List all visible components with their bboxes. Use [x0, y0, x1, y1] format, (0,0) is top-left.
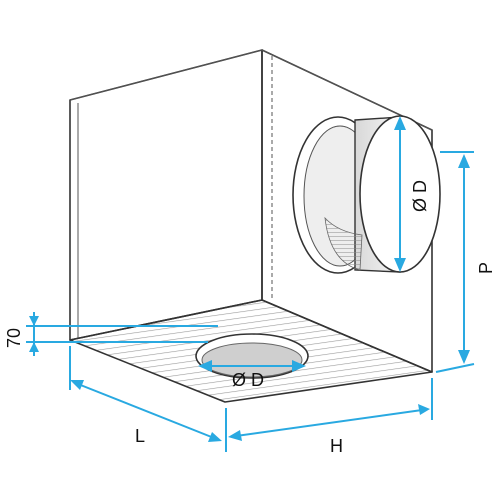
l-arrow-right — [208, 432, 222, 442]
p-arrow-top — [458, 154, 470, 168]
p-ext-bottom — [435, 363, 475, 373]
inlet-arrow-left — [198, 360, 212, 372]
h-label: H — [330, 436, 343, 456]
offset-arrow-top — [29, 316, 39, 326]
p-arrow-bottom — [458, 350, 470, 364]
bottom-inlet-inner — [201, 342, 303, 378]
h-arrow-left — [228, 430, 242, 441]
inlet-diameter-label: Ø D — [232, 370, 264, 390]
l-dimension-line — [77, 383, 215, 439]
box-top-edge — [69, 49, 263, 101]
h-arrow-right — [418, 404, 430, 415]
offset-label: 70 — [4, 328, 24, 348]
p-label: P — [476, 262, 496, 274]
box-left-face — [69, 49, 263, 341]
inlet-arrow-right — [292, 360, 306, 372]
outlet-arrow-top — [394, 116, 406, 130]
outlet-collar-ribs — [324, 216, 363, 271]
outlet-arrow-bottom — [394, 258, 406, 272]
l-arrow-left — [70, 380, 84, 390]
outlet-diameter-label: Ø D — [410, 180, 430, 212]
h-dimension-line — [235, 409, 423, 437]
offset-arrow-bottom — [29, 342, 39, 352]
l-label: L — [135, 426, 145, 446]
